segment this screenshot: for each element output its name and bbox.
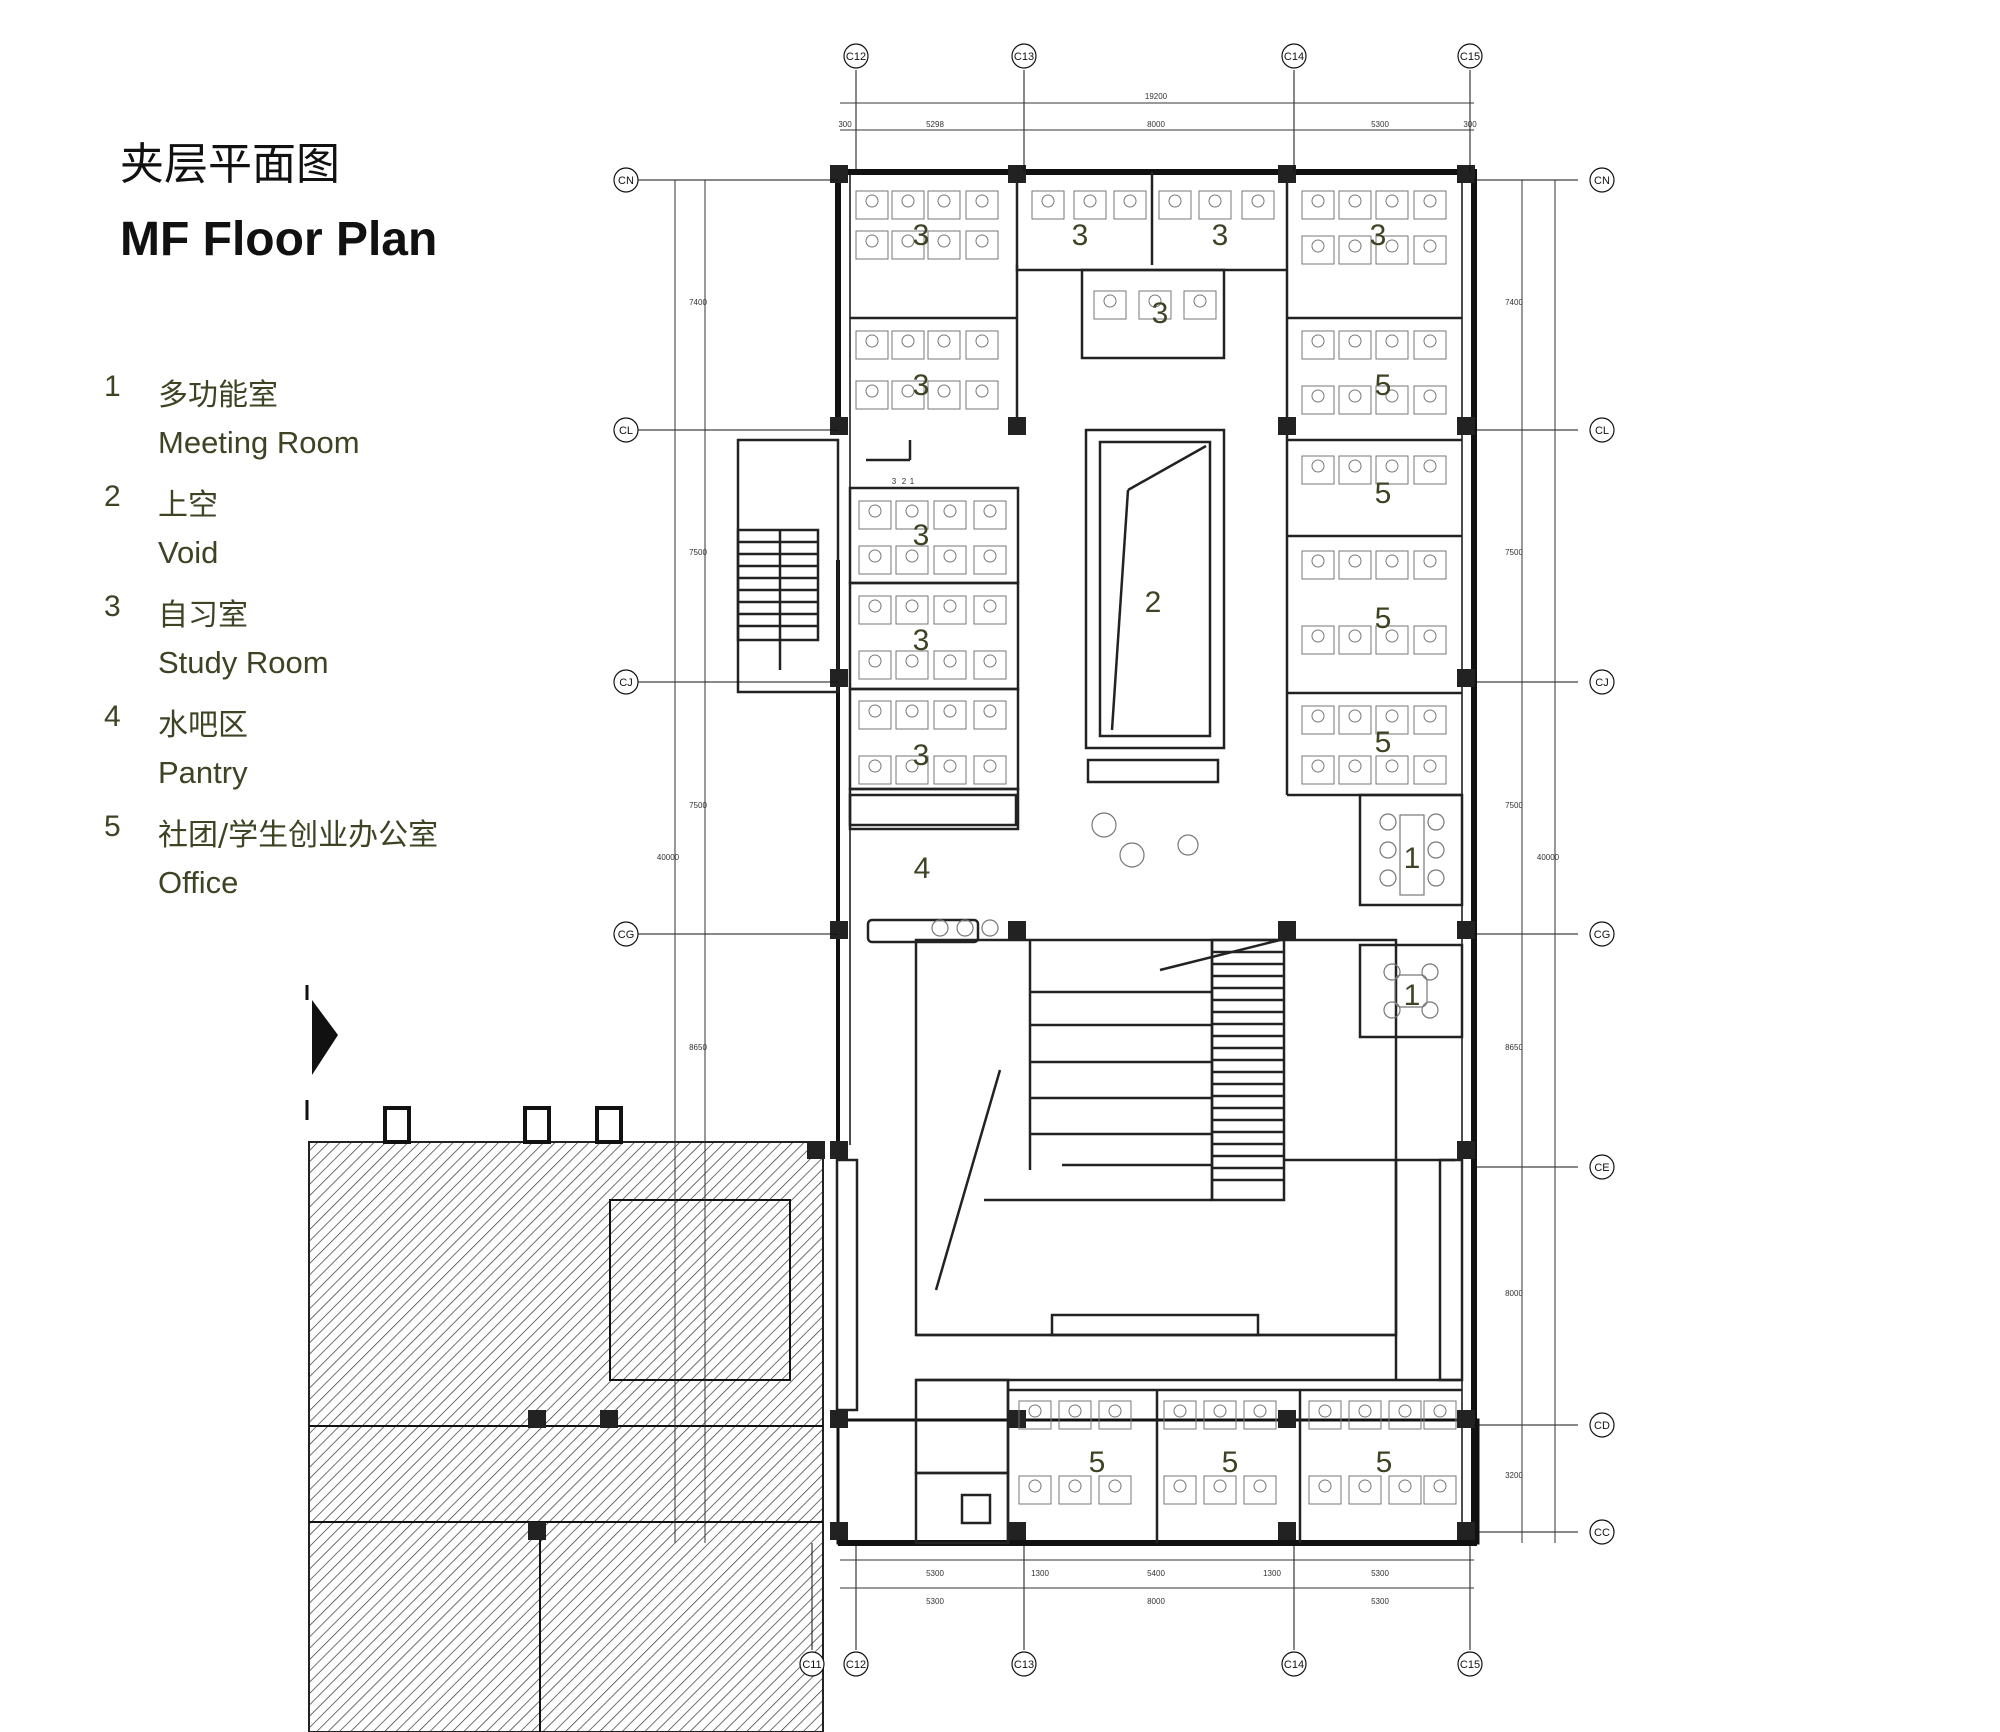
room-number-void: 2 [1145, 586, 1162, 619]
dim-right-seg: 7500 [1505, 801, 1523, 810]
room-partitions [736, 172, 1464, 1545]
grid-label-c13-bottom: C13 [1014, 1659, 1034, 1671]
dim-left-seg: 7500 [689, 801, 707, 810]
legend-number: 3 [104, 590, 121, 623]
grid-lines [638, 70, 1578, 1650]
legend-label-en: Pantry [158, 755, 248, 790]
grid-label-ce: CE [1594, 1162, 1609, 1174]
stair-number: 3 [892, 477, 897, 486]
title-chinese: 夹层平面图 [120, 139, 340, 190]
grid-label-cj-right: CJ [1595, 677, 1608, 689]
dim-right-seg: 3200 [1505, 1471, 1523, 1480]
grid-label-c13: C13 [1014, 51, 1034, 63]
room-number-office: 5 [1375, 369, 1392, 402]
dimension-labels: 19200 300 5298 8000 5300 300 5300 1300 5… [657, 92, 1560, 1606]
grid-label-cn-right: CN [1594, 175, 1610, 187]
grid-label-cl-right: CL [1595, 425, 1609, 437]
room-number-meeting: 1 [1404, 979, 1421, 1012]
legend-label-cn: 自习室 [158, 598, 248, 633]
dim-right-seg: 7500 [1505, 548, 1523, 557]
legend-label-en: Study Room [158, 645, 329, 680]
room-number-study: 3 [913, 739, 930, 772]
meeting-tables [931, 812, 1445, 1019]
room-numbers: 3 3 3 3 3 3 3 3 3 5 5 5 5 5 5 5 2 4 1 1 [913, 219, 1421, 1479]
dim-bottom-seg: 5300 [926, 1597, 944, 1606]
room-number-study: 3 [1152, 297, 1169, 330]
dim-right-total: 40000 [1537, 853, 1560, 862]
legend-label-cn: 社团/学生创业办公室 [158, 818, 439, 853]
room-number-office: 5 [1375, 602, 1392, 635]
legend-label-en: Void [158, 535, 219, 570]
legend-label-cn: 多功能室 [158, 378, 278, 413]
grid-label-cl: CL [619, 425, 633, 437]
dim-bottom-seg: 1300 [1263, 1569, 1281, 1578]
legend-label-en: Office [158, 865, 239, 900]
dim-right-seg: 7400 [1505, 298, 1523, 307]
legend-label-cn: 水吧区 [158, 708, 248, 743]
dim-left-seg: 7500 [689, 548, 707, 557]
dim-top-seg: 300 [838, 120, 852, 129]
room-number-pantry: 4 [914, 852, 931, 885]
room-number-study: 3 [913, 519, 930, 552]
entrance-arrow-icon [305, 985, 338, 1120]
dim-bottom-seg: 8000 [1147, 1597, 1165, 1606]
desk-furniture [855, 190, 1457, 1505]
stair-number: 1 [910, 477, 915, 486]
dim-left-total: 40000 [657, 853, 680, 862]
grid-label-c11: C11 [802, 1659, 821, 1671]
dim-left-seg: 8650 [689, 1043, 707, 1052]
grid-label-cc: CC [1594, 1527, 1610, 1539]
grid-label-c15-bottom: C15 [1460, 1659, 1480, 1671]
grid-label-cg-right: CG [1594, 929, 1611, 941]
dimension-lines [674, 102, 1556, 1589]
grid-labels: C12 C13 C14 C15 C11 C12 C13 C14 C15 CN C… [618, 51, 1611, 1671]
existing-building-hatch [308, 1106, 824, 1732]
dim-top-seg: 8000 [1147, 120, 1165, 129]
grid-label-c15: C15 [1460, 51, 1480, 63]
room-number-office: 5 [1376, 1446, 1393, 1479]
room-number-office: 5 [1222, 1446, 1239, 1479]
grid-label-c14: C14 [1284, 51, 1304, 63]
room-number-study: 3 [913, 369, 930, 402]
dim-top-total: 19200 [1145, 92, 1168, 101]
structural-columns [528, 165, 1475, 1540]
dim-right-seg: 8000 [1505, 1289, 1523, 1298]
dim-bottom-seg: 5300 [1371, 1569, 1389, 1578]
legend-number: 2 [104, 480, 121, 513]
legend-number: 4 [104, 700, 121, 733]
room-number-study: 3 [913, 219, 930, 252]
dim-bottom-seg: 5400 [1147, 1569, 1165, 1578]
grid-label-cn: CN [618, 175, 634, 187]
room-number-study: 3 [1212, 219, 1229, 252]
grid-label-cj: CJ [619, 677, 632, 689]
grid-label-c12: C12 [846, 51, 866, 63]
room-number-study: 3 [913, 624, 930, 657]
legend-number: 5 [104, 810, 121, 843]
dim-right-seg: 8650 [1505, 1043, 1523, 1052]
dim-left-seg: 7400 [689, 298, 707, 307]
dim-bottom-seg: 5300 [1371, 1597, 1389, 1606]
legend-label-cn: 上空 [158, 488, 218, 523]
dim-top-seg: 5300 [1371, 120, 1389, 129]
grid-label-c12-bottom: C12 [846, 1659, 866, 1671]
grid-bubbles [613, 43, 1615, 1677]
room-number-study: 3 [1370, 219, 1387, 252]
room-number-office: 5 [1375, 726, 1392, 759]
stair-number: 2 [902, 477, 907, 486]
dim-bottom-seg: 1300 [1031, 1569, 1049, 1578]
room-number-office: 5 [1089, 1446, 1106, 1479]
legend-number: 1 [104, 370, 121, 403]
grid-label-cd: CD [1594, 1420, 1610, 1432]
dim-top-seg: 5298 [926, 120, 944, 129]
room-number-study: 3 [1072, 219, 1089, 252]
title-english: MF Floor Plan [120, 213, 438, 266]
room-number-meeting: 1 [1404, 842, 1421, 875]
legend-label-en: Meeting Room [158, 425, 360, 460]
grid-label-c14-bottom: C14 [1284, 1659, 1304, 1671]
room-number-office: 5 [1375, 477, 1392, 510]
dim-bottom-seg: 5300 [926, 1569, 944, 1578]
grid-label-cg: CG [618, 929, 635, 941]
dim-top-seg: 300 [1463, 120, 1477, 129]
